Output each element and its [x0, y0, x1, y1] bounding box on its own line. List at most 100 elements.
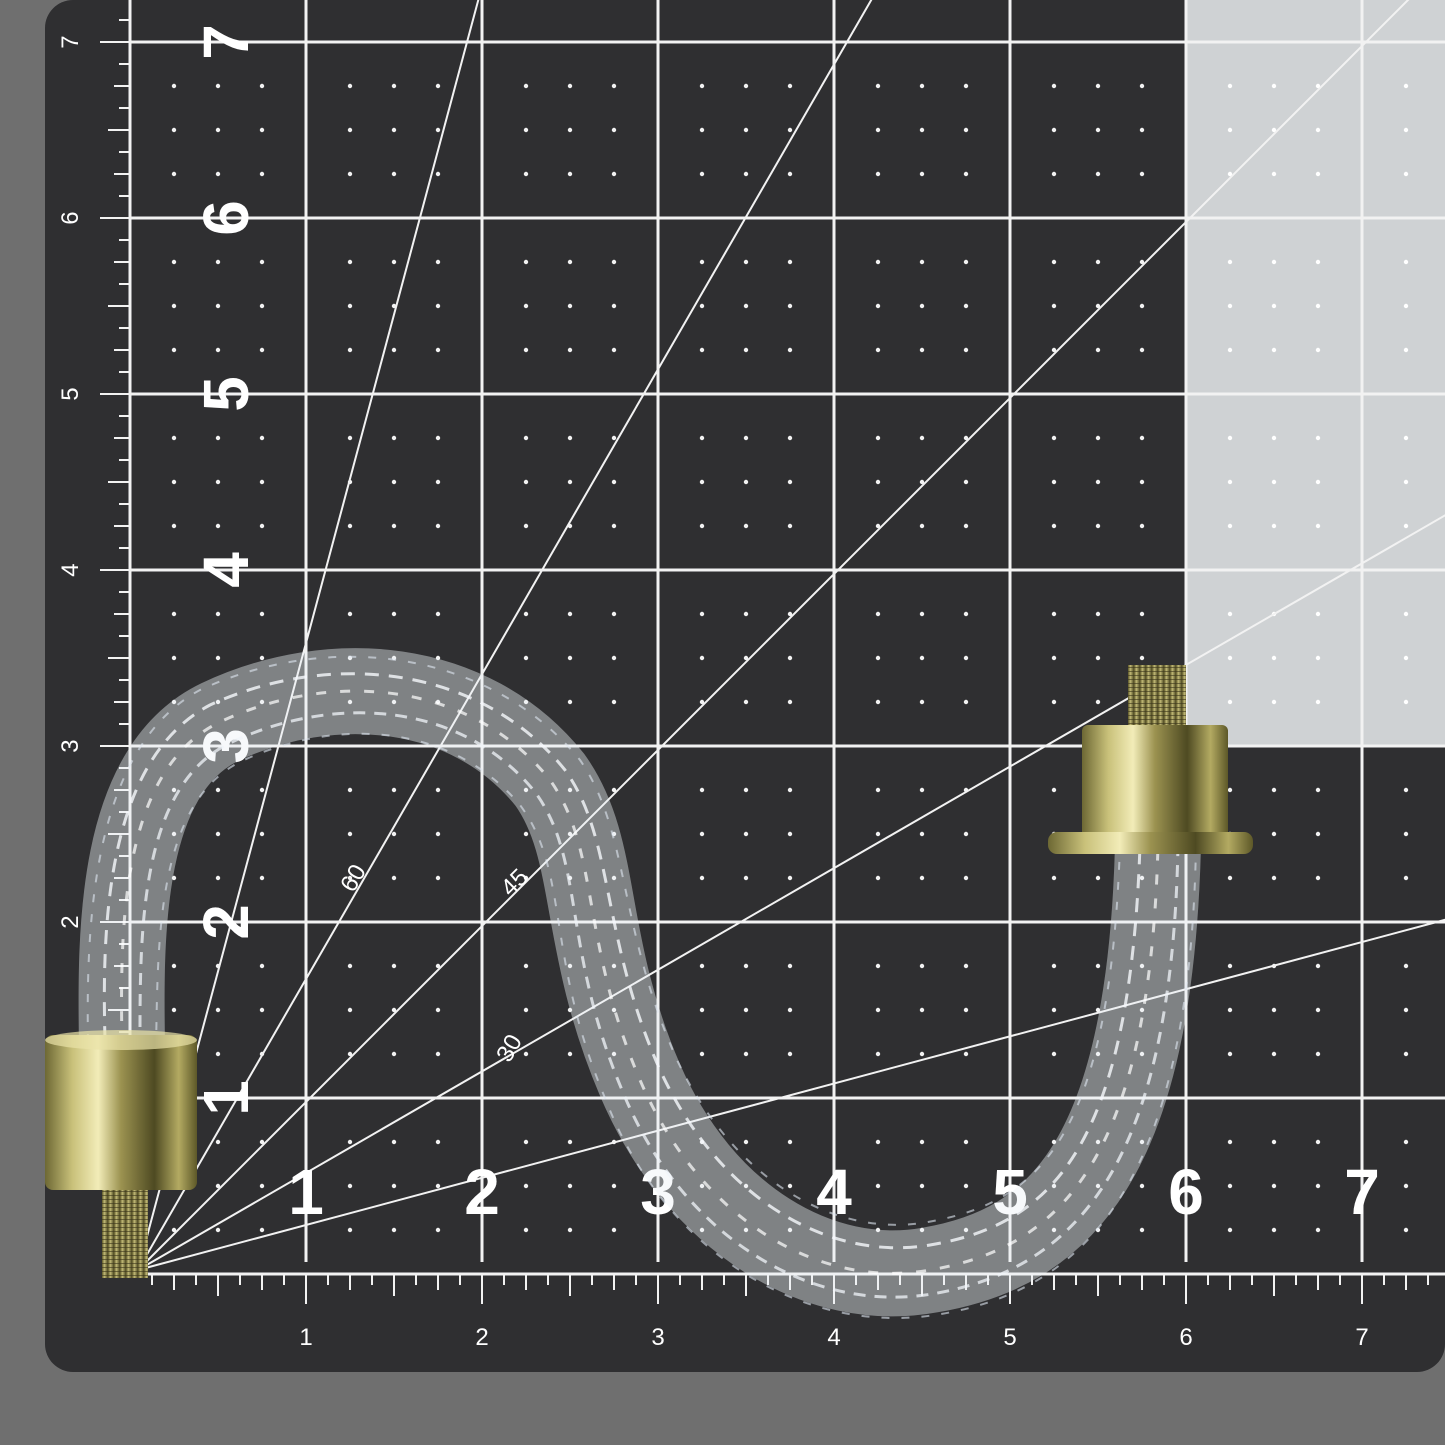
grid-dot: [743, 83, 749, 89]
grid-dot: [259, 963, 265, 969]
grid-dot: [611, 171, 617, 177]
grid-dot: [1403, 259, 1409, 265]
grid-dot: [391, 479, 397, 485]
grid-dot: [699, 259, 705, 265]
grid-dot: [215, 611, 221, 617]
grid-dot: [435, 611, 441, 617]
grid-dot: [259, 523, 265, 529]
grid-dot: [1227, 523, 1233, 529]
grid-dot: [391, 347, 397, 353]
grid-dot: [611, 259, 617, 265]
grid-dot: [1227, 1227, 1233, 1233]
grid-dot: [919, 1139, 925, 1145]
grid-dot: [567, 347, 573, 353]
grid-dot: [611, 963, 617, 969]
grid-dot: [1095, 347, 1101, 353]
grid-dot: [1095, 171, 1101, 177]
left-cap-rim: [45, 1030, 197, 1050]
grid-dot: [1051, 1139, 1057, 1145]
grid-dot: [699, 303, 705, 309]
y-minor-label: 7: [57, 35, 84, 48]
grid-dot: [743, 1007, 749, 1013]
grid-dot: [1271, 1183, 1277, 1189]
grid-dot: [787, 83, 793, 89]
grid-dot: [171, 347, 177, 353]
grid-dot: [523, 347, 529, 353]
grid-dot: [259, 611, 265, 617]
grid-dot: [699, 787, 705, 793]
grid-dot: [171, 611, 177, 617]
grid-dot: [215, 479, 221, 485]
grid-dot: [1095, 1051, 1101, 1057]
grid-dot: [875, 655, 881, 661]
grid-dot: [1051, 259, 1057, 265]
x-major-label: 7: [1344, 1156, 1380, 1228]
glass-twist-3: [138, 711, 1180, 1299]
grid-dot: [1139, 435, 1145, 441]
grid-dot: [1315, 259, 1321, 265]
grid-dot: [787, 1227, 793, 1233]
grid-dot: [787, 655, 793, 661]
grid-dot: [259, 83, 265, 89]
grid-dot: [435, 655, 441, 661]
y-major-label: 1: [190, 1080, 262, 1116]
grid-dot: [875, 83, 881, 89]
grid-dot: [523, 127, 529, 133]
grid-dot: [259, 1007, 265, 1013]
grid-dot: [919, 83, 925, 89]
grid-dot: [1095, 435, 1101, 441]
grid-dot: [1271, 347, 1277, 353]
y-minor-label: 5: [57, 387, 84, 400]
grid-dot: [435, 831, 441, 837]
x-minor-label: 2: [475, 1324, 488, 1351]
grid-dot: [787, 259, 793, 265]
grid-dot: [347, 831, 353, 837]
left-brass-fitting: [45, 1030, 197, 1278]
grid-dot: [787, 963, 793, 969]
grid-dot: [787, 1183, 793, 1189]
grid-dot: [743, 611, 749, 617]
grid-dot: [1095, 523, 1101, 529]
grid-dot: [523, 479, 529, 485]
grid-dot: [1139, 1183, 1145, 1189]
grid-dot: [391, 523, 397, 529]
grid-dot: [1315, 479, 1321, 485]
grid-dot: [215, 303, 221, 309]
grid-dot: [875, 1051, 881, 1057]
grid-dot: [963, 611, 969, 617]
grid-dot: [787, 127, 793, 133]
grid-dot: [875, 831, 881, 837]
grid-dot: [787, 611, 793, 617]
grid-dot: [1227, 479, 1233, 485]
grid-dot: [1095, 303, 1101, 309]
grid-dot: [523, 1227, 529, 1233]
grid-dot: [523, 83, 529, 89]
y-major-label: 6: [190, 200, 262, 236]
grid-dot: [1315, 171, 1321, 177]
grid-dot: [787, 479, 793, 485]
grid-dot: [743, 699, 749, 705]
grid-dot: [1403, 611, 1409, 617]
grid-dot: [699, 611, 705, 617]
grid-dot: [567, 699, 573, 705]
grid-dot: [259, 699, 265, 705]
grid-dot: [567, 611, 573, 617]
angle-line: [137, 514, 1445, 1271]
grid-dot: [1139, 347, 1145, 353]
grid-dot: [875, 963, 881, 969]
grid-dot: [567, 655, 573, 661]
grid-dot: [1227, 1183, 1233, 1189]
grid-dot: [963, 347, 969, 353]
grid-dot: [259, 1227, 265, 1233]
grid-dot: [171, 479, 177, 485]
grid-dot: [611, 303, 617, 309]
angle-guides: [137, 0, 1445, 1271]
grid-dot: [963, 83, 969, 89]
grid-dot: [347, 303, 353, 309]
grid-dot: [875, 303, 881, 309]
grid-dot: [1315, 875, 1321, 881]
glass-arm: [78, 648, 1201, 1319]
grid-dot: [919, 699, 925, 705]
grid-dot: [919, 655, 925, 661]
grid-dot: [919, 875, 925, 881]
